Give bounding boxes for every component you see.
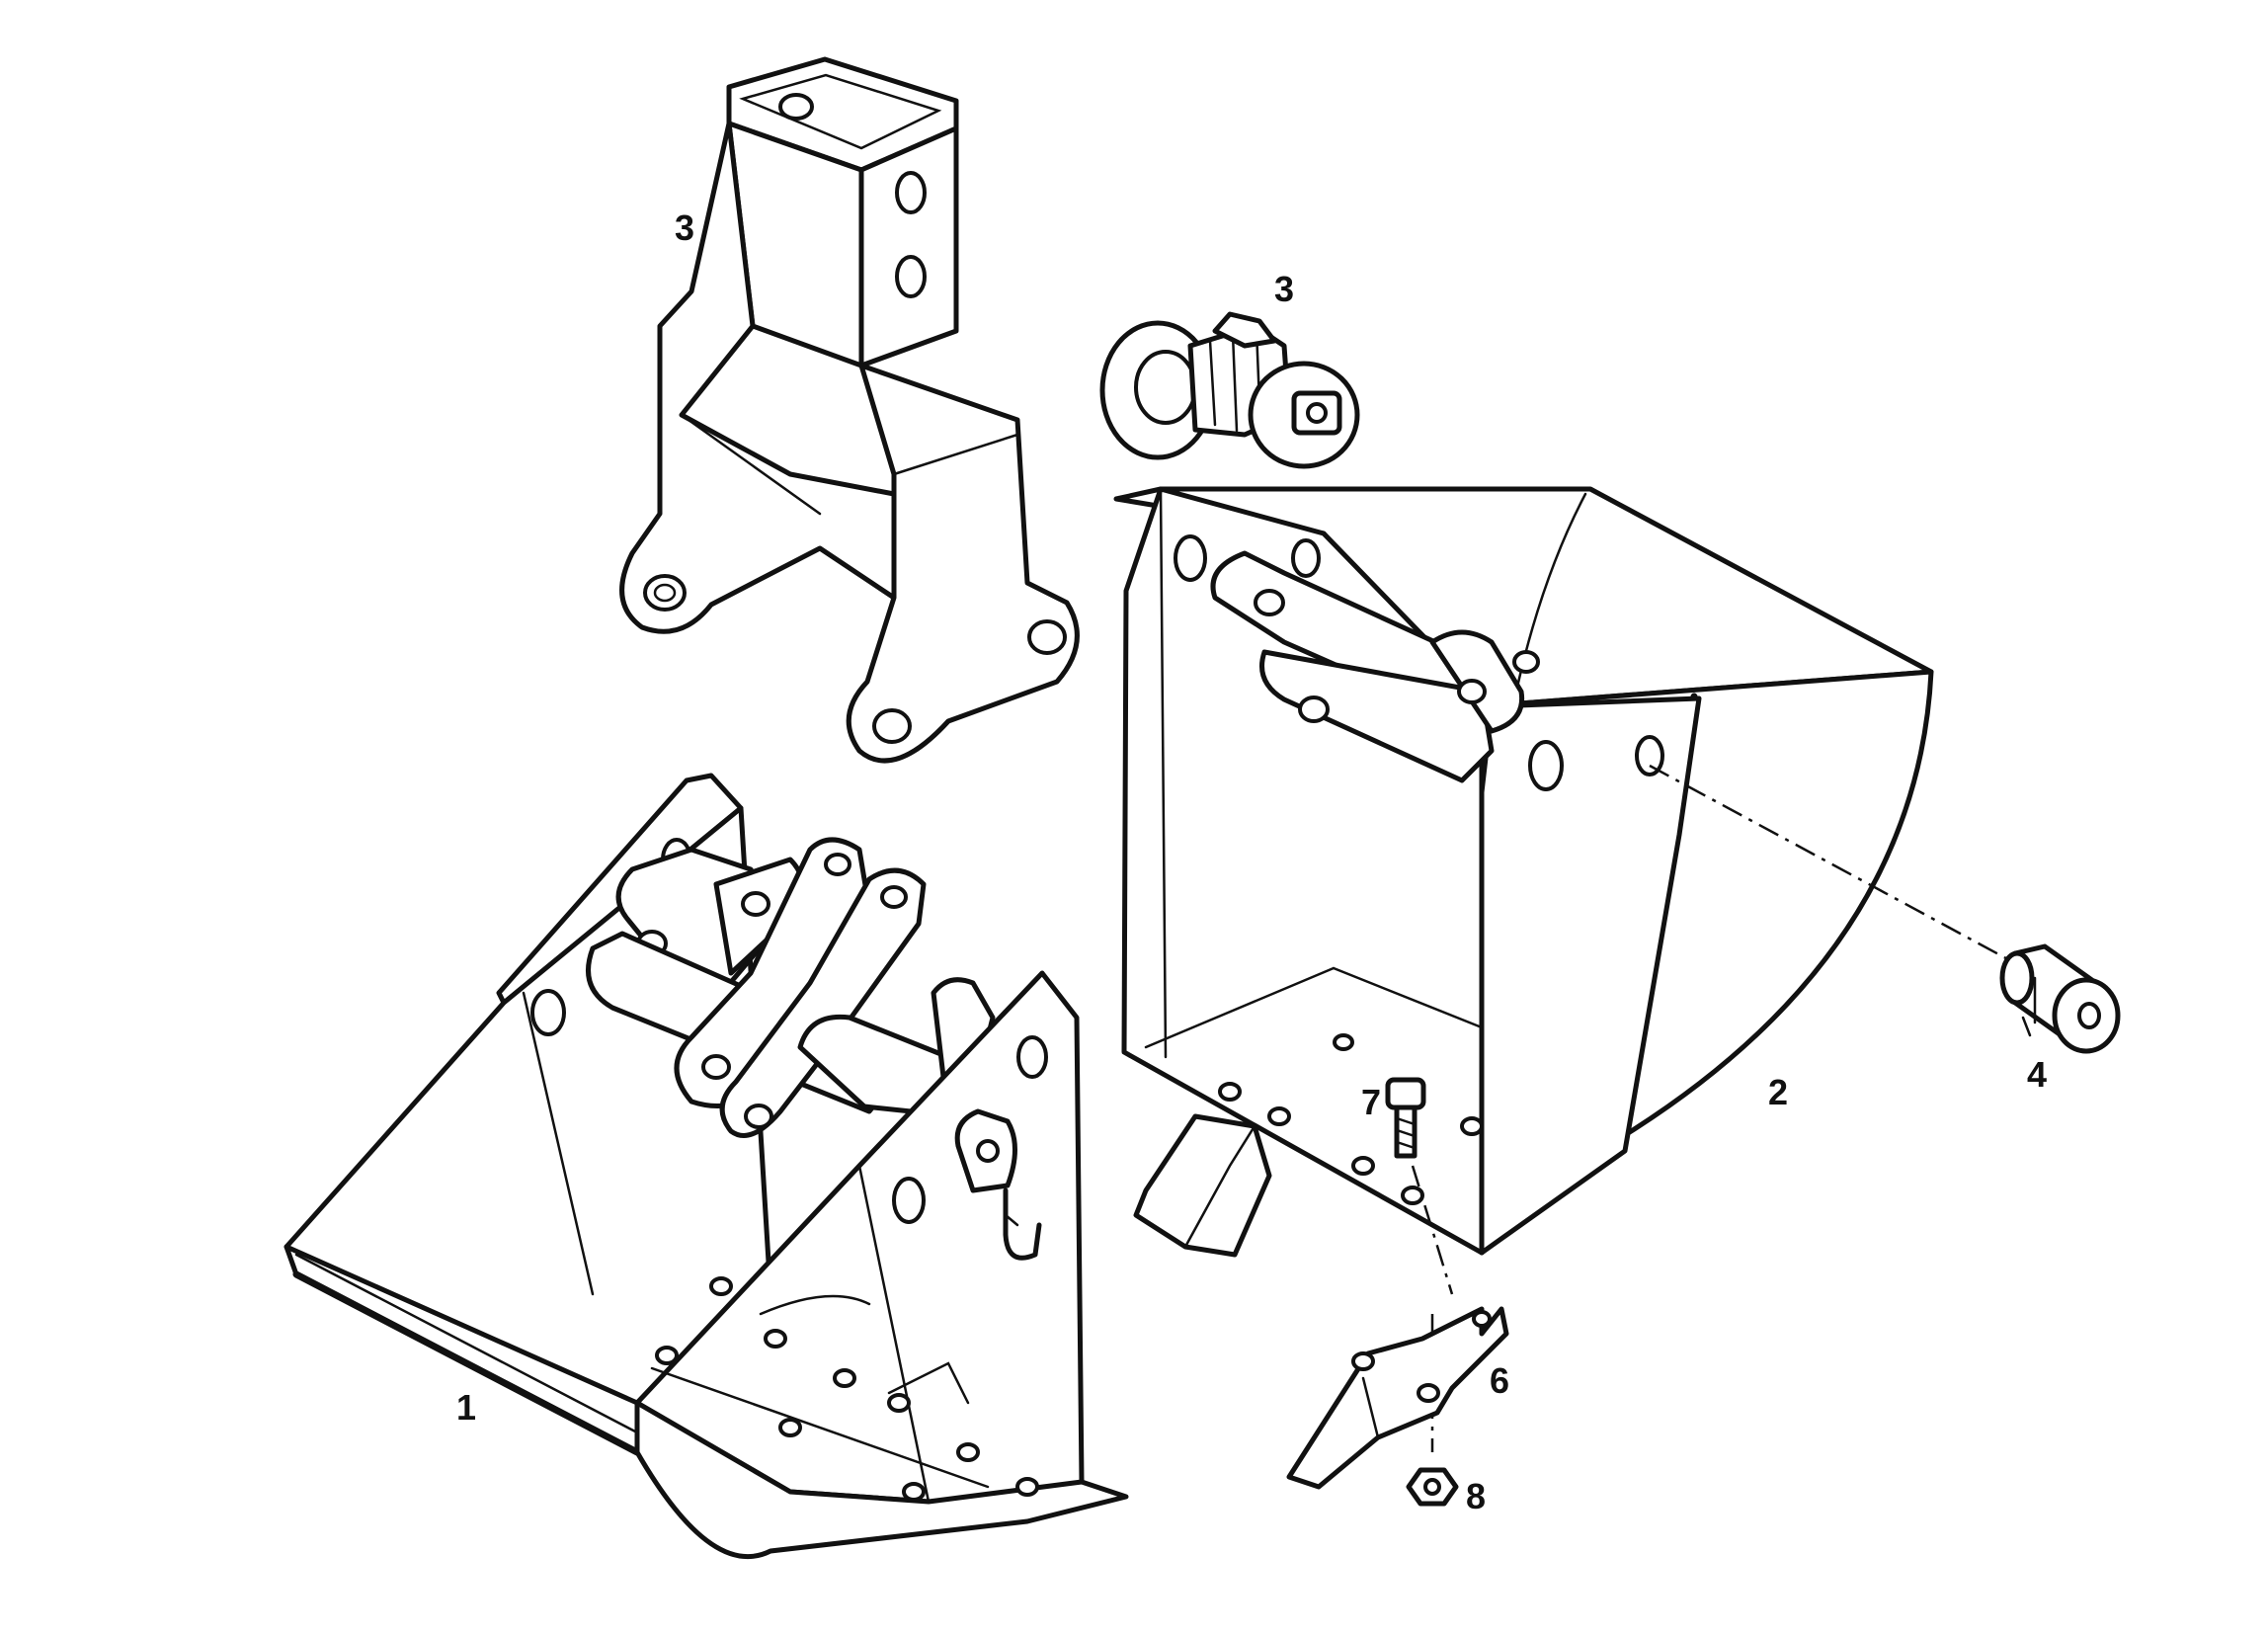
swivel-joint [1099,311,1360,469]
callout-7: 7 [1361,1082,1381,1122]
pin-centerline [1649,764,2016,965]
tooth-adapter [1286,1306,1509,1490]
callout-3-bracket: 3 [675,207,694,248]
mounting-bracket [619,56,1080,764]
callout-2: 2 [1768,1072,1788,1112]
callout-3-swivel: 3 [1274,269,1294,309]
callout-1: 1 [456,1387,476,1428]
callout-6: 6 [1490,1360,1509,1401]
callout-8: 8 [1466,1476,1486,1516]
narrow-bucket [284,773,1129,1560]
large-bucket [1113,486,1934,1258]
callout-4: 4 [2027,1054,2047,1095]
nut [1406,1467,1459,1507]
bolt [1385,1077,1454,1452]
locking-pin [1999,943,2121,1054]
lifting-hook [954,1108,1042,1261]
